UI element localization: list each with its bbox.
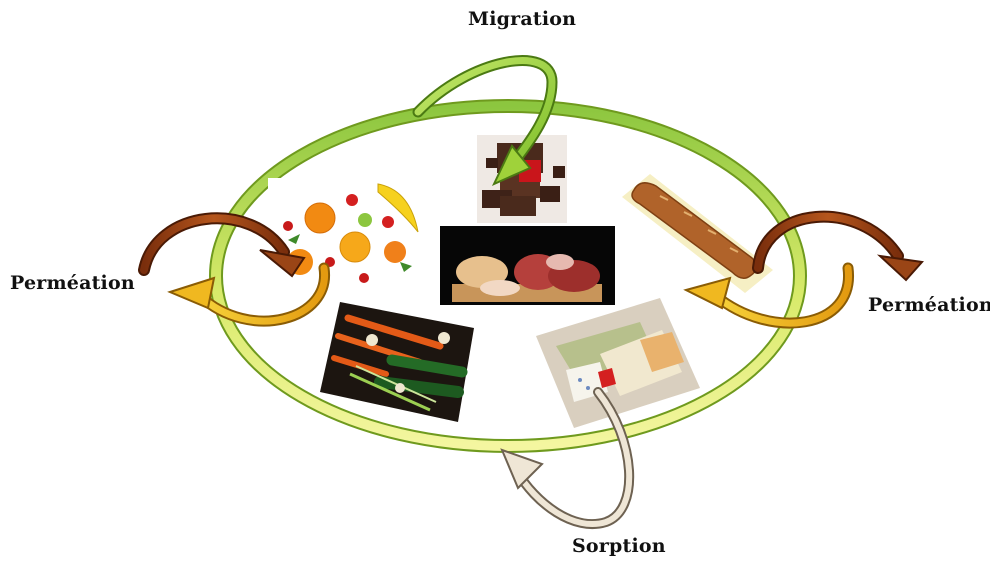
permeation-left-in-arrow — [138, 212, 306, 278]
permeation-right-in-arrow — [683, 262, 854, 329]
sorption-label: Sorption — [572, 535, 666, 557]
permeation-left-label: Perméation — [10, 272, 135, 294]
permeation-left-out-arrow — [167, 262, 330, 327]
migration-arrow — [412, 55, 558, 187]
fruits-image — [268, 178, 423, 290]
sorption-arrow — [500, 387, 635, 529]
cheese-image — [536, 298, 700, 428]
permeation-right-label: Perméation — [868, 294, 990, 316]
migration-label: Migration — [468, 8, 577, 30]
meat-image — [440, 226, 615, 305]
package-ring — [209, 99, 807, 453]
bread-image — [622, 174, 773, 293]
vegetables-image — [320, 302, 474, 422]
permeation-right-out-arrow — [752, 210, 924, 282]
